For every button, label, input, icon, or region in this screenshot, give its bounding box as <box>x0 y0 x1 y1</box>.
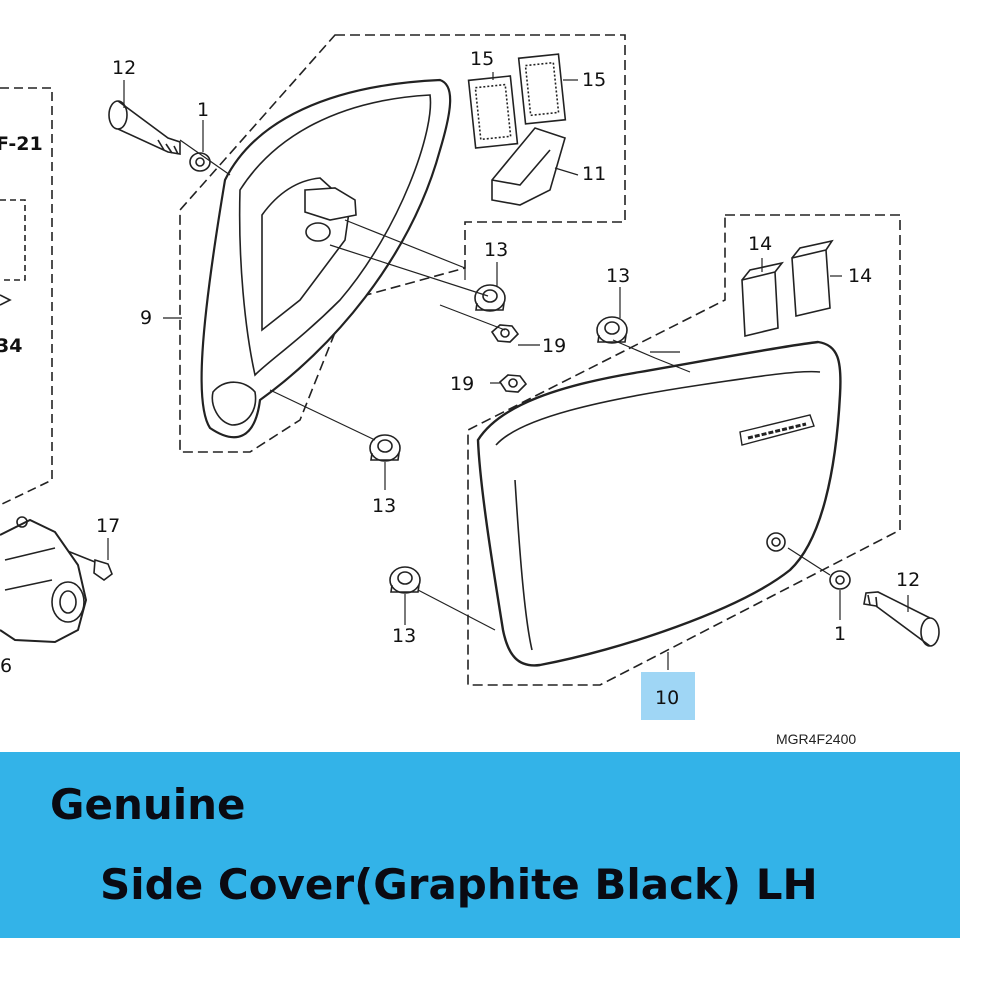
banner-genuine-label: Genuine <box>50 780 246 829</box>
callout-13-b: 13 <box>606 265 630 287</box>
part-10-highlight <box>641 672 695 720</box>
grommet-part-13-d <box>389 566 421 594</box>
callout-19-a: 19 <box>542 335 566 357</box>
strip-part-11 <box>491 127 566 206</box>
callout-14-a: 14 <box>748 233 772 255</box>
pad-part-15-b <box>517 53 567 125</box>
callout-14-b: 14 <box>848 265 872 287</box>
callout-1-bottom: 1 <box>834 623 846 645</box>
side-cover-part-10 <box>476 340 842 667</box>
grommet-part-13-b <box>596 316 628 344</box>
reference-34: 34 <box>0 335 22 357</box>
side-cover-inner-part-9 <box>200 78 452 439</box>
parts-diagram: 12 1 15 15 11 13 9 19 13 14 14 19 13 17 … <box>0 34 940 747</box>
grommet-part-13-c <box>369 434 401 462</box>
washer-part-1-top <box>189 152 211 172</box>
bolt-part-12-top <box>108 100 181 155</box>
collar-part-19-b <box>498 374 528 393</box>
callout-11: 11 <box>582 163 606 185</box>
reference-f21: F-21 <box>0 133 43 155</box>
group-box-10 <box>467 214 901 686</box>
callout-15-a: 15 <box>470 48 494 70</box>
callout-15-b: 15 <box>582 69 606 91</box>
pad-part-14-a <box>741 261 784 338</box>
callout-9: 9 <box>140 307 152 329</box>
callout-1-top: 1 <box>197 99 209 121</box>
pad-part-14-b <box>791 239 834 317</box>
callout-17: 17 <box>96 515 120 537</box>
washer-part-1-bottom <box>829 570 851 590</box>
banner-part-name: Side Cover(Graphite Black) LH <box>100 860 818 909</box>
bolt-part-12-bottom <box>863 591 940 647</box>
callout-12-top: 12 <box>112 57 136 79</box>
callout-13-d: 13 <box>392 625 416 647</box>
figure-code: MGR4F2400 <box>776 731 856 747</box>
title-banner: Genuine Side Cover(Graphite Black) LH <box>0 752 960 938</box>
grommet-part-13-a <box>474 284 506 312</box>
part-6-housing <box>0 516 88 644</box>
callout-13-a: 13 <box>484 239 508 261</box>
pad-part-15-a <box>467 75 519 149</box>
collar-part-19-a <box>490 324 520 343</box>
callout-19-b: 19 <box>450 373 474 395</box>
callout-10: 10 <box>655 687 679 709</box>
callout-6: 6 <box>0 655 12 677</box>
callout-13-c: 13 <box>372 495 396 517</box>
callout-12-bottom: 12 <box>896 569 920 591</box>
